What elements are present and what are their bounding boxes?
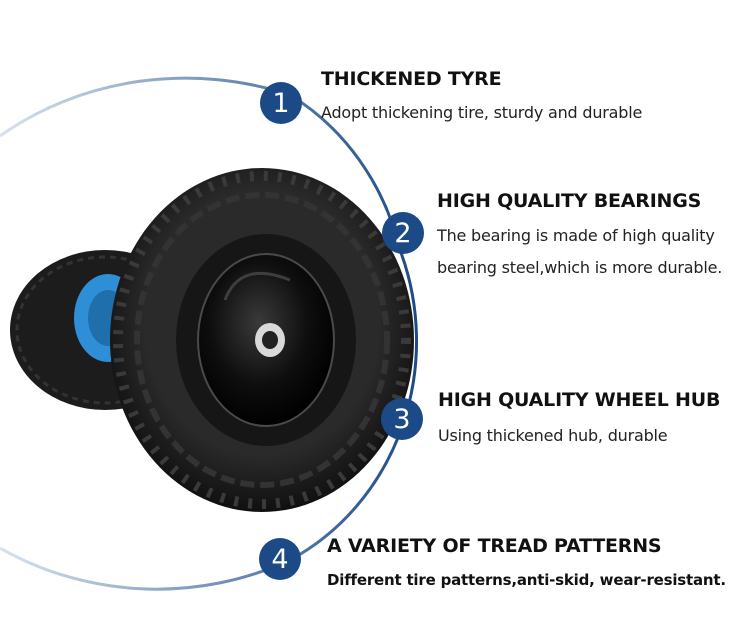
- feature-2-title: HIGH QUALITY BEARINGS: [437, 190, 702, 212]
- feature-2-number-badge: 2: [382, 212, 424, 254]
- feature-4-number-badge: 4: [259, 538, 301, 580]
- feature-1-description: Adopt thickening tire, sturdy and durabl…: [321, 103, 643, 122]
- front-wheel-image: [110, 168, 414, 512]
- feature-1-title: THICKENED TYRE: [321, 68, 502, 90]
- feature-3-title: HIGH QUALITY WHEEL HUB: [438, 389, 721, 411]
- feature-3-number-badge: 3: [381, 398, 423, 440]
- feature-4-description: Different tire patterns,anti-skid, wear-…: [327, 571, 726, 589]
- feature-3-description: Using thickened hub, durable: [438, 426, 668, 445]
- feature-2-description-line-1: The bearing is made of high quality: [437, 226, 715, 245]
- decorative-arc: [0, 76, 419, 591]
- feature-4-title: A VARIETY OF TREAD PATTERNS: [327, 535, 662, 557]
- feature-2-description-line-2: bearing steel,which is more durable.: [437, 258, 723, 277]
- feature-1-number-badge: 1: [260, 82, 302, 124]
